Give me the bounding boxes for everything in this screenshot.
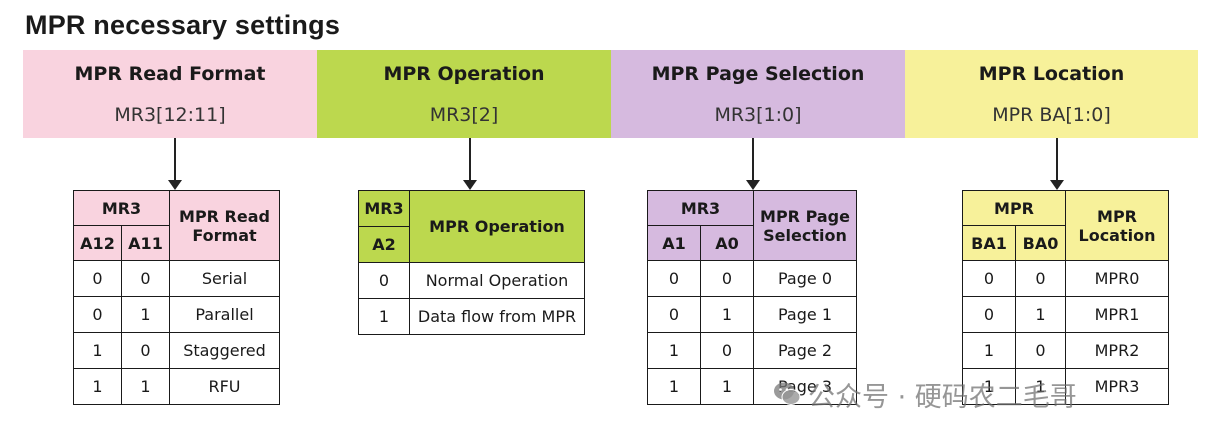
table-group-header: MR3 [647,190,754,226]
arrow-down-icon [168,138,182,190]
table-cell: Parallel [169,296,280,333]
table-column-header: BA1 [962,225,1016,261]
table-row: 1 Data flow from MPR [358,298,585,335]
table-row: 1 1 RFU [73,368,280,405]
band-location: MPR Location MPR BA[1:0] [905,50,1198,138]
table-column-header: MPR Page Selection [753,190,857,261]
band-register: MPR BA[1:0] [992,104,1111,126]
band-name: MPR Operation [383,63,545,85]
table-cell: MPR3 [1065,368,1169,405]
table-row: 0 1 Parallel [73,296,280,333]
table-cell: 0 [121,332,170,369]
band-name: MPR Read Format [74,63,266,85]
table-row: 1 0 Staggered [73,332,280,369]
table-cell: 0 [1015,332,1066,369]
table-cell: 0 [700,332,754,369]
table-cell: 1 [1015,368,1066,405]
read-format-table: MR3 MPR Read Format A12 A11 0 0 Serial 0… [73,190,280,405]
table-cell: 1 [1015,296,1066,333]
arrow-down-icon [1050,138,1064,190]
band-register: MR3[1:0] [714,104,802,126]
table-row: 1 1 MPR3 [962,368,1169,405]
table-row: 0 Normal Operation [358,262,585,299]
table-column-header: MPR Operation [409,190,585,263]
table-cell: MPR2 [1065,332,1169,369]
table-row: 1 0 MPR2 [962,332,1169,369]
table-column-header: A11 [121,225,170,261]
band-register: MR3[2] [429,104,499,126]
band-read-format: MPR Read Format MR3[12:11] [23,50,317,138]
table-column-header: A2 [358,226,410,263]
band-name: MPR Location [978,63,1125,85]
table-cell: 1 [962,368,1016,405]
table-cell: 1 [121,368,170,405]
table-cell: 1 [962,332,1016,369]
table-cell: Page 1 [753,296,857,333]
table-cell: 1 [647,368,701,405]
table-row: 0 0 MPR0 [962,260,1169,297]
table-column-header: A1 [647,225,701,261]
table-column-header: MPR Location [1065,190,1169,261]
table-cell: 0 [73,260,122,297]
table-cell: Page 3 [753,368,857,405]
table-row: 0 0 Page 0 [647,260,857,297]
table-row: 0 1 MPR1 [962,296,1169,333]
table-cell: 0 [962,260,1016,297]
arrow-down-icon [463,138,477,190]
table-cell: 1 [358,298,410,335]
table-row: 1 0 Page 2 [647,332,857,369]
table-cell: 0 [1015,260,1066,297]
watermark: 公众号 · 硬码农二毛哥 [772,374,1077,414]
table-column-header: BA0 [1015,225,1066,261]
table-column-header: MPR Read Format [169,190,280,261]
band-register: MR3[12:11] [114,104,226,126]
table-row: 0 0 Serial [73,260,280,297]
table-cell: 0 [962,296,1016,333]
operation-table: MR3 MPR Operation A2 0 Normal Operation … [358,190,585,335]
table-cell: Page 2 [753,332,857,369]
table-group-header: MPR [962,190,1066,226]
table-cell: 0 [647,296,701,333]
band-name: MPR Page Selection [651,63,865,85]
table-cell: Staggered [169,332,280,369]
location-table: MPR MPR Location BA1 BA0 0 0 MPR0 0 1 MP… [962,190,1169,405]
table-cell: Serial [169,260,280,297]
band-page-selection: MPR Page Selection MR3[1:0] [611,50,905,138]
table-cell: 1 [73,332,122,369]
table-cell: 0 [358,262,410,299]
table-group-header: MR3 [358,190,410,227]
table-cell: 0 [121,260,170,297]
table-cell: 1 [121,296,170,333]
table-cell: Normal Operation [409,262,585,299]
watermark-text: 公众号 · 硬码农二毛哥 [808,381,1077,413]
table-row: 1 1 Page 3 [647,368,857,405]
table-cell: MPR1 [1065,296,1169,333]
band-operation: MPR Operation MR3[2] [317,50,611,138]
table-cell: Page 0 [753,260,857,297]
table-cell: MPR0 [1065,260,1169,297]
page-title: MPR necessary settings [25,10,341,40]
arrow-down-icon [746,138,760,190]
table-cell: 1 [647,332,701,369]
table-cell: RFU [169,368,280,405]
table-cell: 1 [73,368,122,405]
table-row: 0 1 Page 1 [647,296,857,333]
table-cell: Data flow from MPR [409,298,585,335]
table-column-header: A0 [700,225,754,261]
table-cell: 0 [647,260,701,297]
table-column-header: A12 [73,225,122,261]
table-cell: 1 [700,296,754,333]
page-selection-table: MR3 MPR Page Selection A1 A0 0 0 Page 0 … [647,190,857,405]
table-cell: 0 [700,260,754,297]
wechat-icon [772,379,802,409]
table-cell: 0 [73,296,122,333]
table-group-header: MR3 [73,190,170,226]
table-cell: 1 [700,368,754,405]
